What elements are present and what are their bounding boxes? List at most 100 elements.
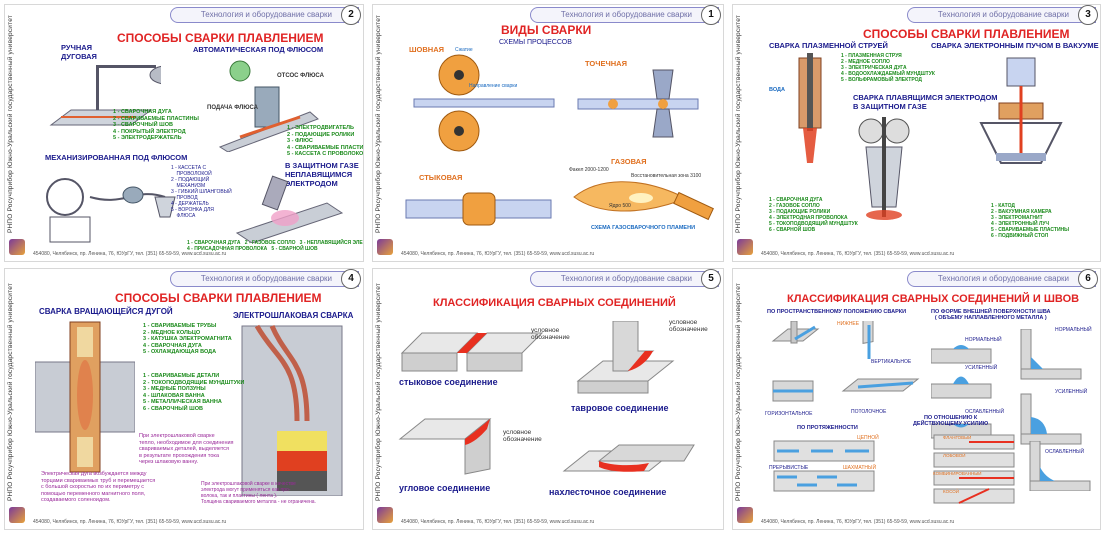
footer-address: 454080, Челябинск, пр. Ленина, 76, ЮУрГУ…: [33, 251, 227, 257]
electroslag-note: При электрошлаковой сварке тепло, необхо…: [139, 433, 234, 465]
interrupted-seam-label: ПРЕРЫВИСТЫЕ: [769, 465, 809, 471]
gas-flame-illustration: [573, 181, 714, 221]
poster-number: 4: [341, 269, 361, 289]
mig-legend: 1 - СВАРОЧНАЯ ДУГА 2 - ГАЗОВОЕ СОПЛО 3 -…: [769, 197, 858, 233]
poster-fusion-welding-3: Технология и оборудование сварки 3 РНПО …: [732, 4, 1101, 262]
corner-symbol-caption: условное обозначение: [503, 429, 542, 443]
ebeam-illustration: [979, 57, 1063, 164]
poster-welding-types-1: Технология и оборудование сварки 1 РНПО …: [372, 4, 724, 262]
vertical-position-label: ВЕРТИКАЛЬНОЕ: [871, 359, 912, 365]
ebeam-heading: СВАРКА ЭЛЕКТРОННЫМ ПУЧОМ В ВАКУУМЕ: [931, 41, 1099, 50]
mig-torch-illustration: [858, 117, 910, 220]
poster-number: 2: [341, 5, 361, 25]
side-caption: РНПО Росучприбор Южно-Уральский государс…: [375, 282, 382, 501]
side-caption: РНПО Росучприбор Южно-Уральский государс…: [7, 282, 14, 501]
poster-number: 5: [701, 269, 721, 289]
electroslag-illustration: [241, 324, 343, 496]
poster-title: ВИДЫ СВАРКИ: [501, 23, 592, 37]
corner-joint-label: угловое соединение: [399, 483, 491, 493]
poster-fusion-welding-2: Технология и оборудование сварки 2 РНПО …: [4, 4, 364, 262]
flux-removal-label: ОТСОС ФЛЮСА: [277, 73, 324, 79]
weld-direction-label: Направление сварки: [469, 83, 518, 89]
water-label: ВОДА: [769, 87, 785, 93]
compress-label-top: Сжатие: [455, 47, 473, 53]
horizontal-position-label: ГОРИЗОНТАЛЬНОЕ: [765, 411, 813, 417]
mech-flux-heading: МЕХАНИЗИРОВАННАЯ ПОД ФЛЮСОМ: [45, 153, 188, 162]
plasma-heading: СВАРКА ПЛАЗМЕННОЙ СТРУЕЙ: [769, 41, 888, 50]
mech-legend: 1 - КАССЕТА С ПРОВОЛОКОЙ 2 - ПОДАЮЩИЙ МЕ…: [171, 165, 232, 219]
reduction-zone-label: Восстановительная зона 3100: [631, 173, 702, 179]
torch-zone-label: Факел 2000-1200: [569, 167, 609, 173]
mech-flux-illustration: [46, 178, 176, 243]
poster-title: КЛАССИФИКАЦИЯ СВАРНЫХ СОЕДИНЕНИЙ И ШВОВ: [787, 293, 1080, 305]
reinforced-fillet-label: УСИЛЕННЫЙ: [1055, 389, 1088, 395]
side-caption: РНПО Росучприбор Южно-Уральский государс…: [375, 14, 382, 233]
university-logo: [9, 507, 25, 523]
corner-joint-illustration: [398, 417, 492, 475]
butt-joint-label: стыковое соединение: [399, 377, 498, 387]
electroslag-note-2: При электрошлаковой сварке в качестве эл…: [201, 481, 316, 505]
normal-fillet-label: НОРМАЛЬНЫЙ: [1055, 327, 1092, 333]
electroslag-heading: ЭЛЕКТРОШЛАКОВАЯ СВАРКА: [233, 311, 354, 320]
flank-seam-label: ФЛАНГОВЫЙ: [943, 435, 972, 440]
weakened-fillet-label: ОСЛАБЛЕННЫЙ: [1045, 449, 1085, 455]
combined-seam-label: КОМБИНИРОВАННЫЙ: [933, 471, 982, 476]
butt-label: СТЫКОВАЯ: [419, 173, 463, 182]
university-logo: [9, 239, 25, 255]
lower-position-label: НИЖНЕЕ: [837, 321, 860, 327]
weakened-seam-label: ОСЛАБЛЕННЫЙ: [965, 409, 1005, 415]
auto-flux-illustration: [218, 60, 319, 152]
footer-address: 454080, Челябинск, пр. Ленина, 76, ЮУрГУ…: [761, 519, 955, 525]
process-schemes-subtitle: СХЕМЫ ПРОЦЕССОВ: [499, 39, 572, 46]
electroslag-legend: 1 - СВАРИВАЕМЫЕ ДЕТАЛИ 2 - ТОКОПОДВОДЯЩИ…: [143, 373, 245, 412]
flux-feed-label: ПОДАЧА ФЛЮСА: [207, 105, 258, 111]
butt-joint-illustration: [400, 332, 544, 372]
continuous-seam-label: ЦЕПНОЙ: [857, 435, 879, 441]
force-illustrations: [933, 434, 1015, 504]
side-caption: РНПО Росучприбор Южно-Уральский государс…: [7, 14, 14, 233]
poster-title: КЛАССИФИКАЦИЯ СВАРНЫХ СОЕДИНЕНИЙ: [433, 297, 676, 309]
frontal-seam-label: ЛОБОВОЙ: [943, 453, 966, 458]
gas-tungsten-illustration: [235, 175, 344, 243]
poster-fusion-welding-4: Технология и оборудование сварки 4 РНПО …: [4, 268, 364, 530]
by-length-heading: ПО ПРОТЯЖЕННОСТИ: [797, 425, 858, 431]
poster-title: СПОСОБЫ СВАРКИ ПЛАВЛЕНИЕМ: [115, 291, 322, 305]
reinforced-seam-label: УСИЛЕННЫЙ: [965, 365, 998, 371]
rotating-arc-heading: СВАРКА ВРАЩАЮЩЕЙСЯ ДУГОЙ: [39, 307, 173, 316]
footer-address: 454080, Челябинск, пр. Ленина, 76, ЮУрГУ…: [33, 519, 227, 525]
university-logo: [737, 507, 753, 523]
by-position-heading: ПО ПРОСТРАНСТВЕННОМУ ПОЛОЖЕНИЮ СВАРКИ: [767, 309, 907, 315]
rotating-legend: 1 - СВАРИВАЕМЫЕ ТРУБЫ 2 - МЕДНОЕ КОЛЬЦО …: [143, 323, 232, 355]
plasma-legend: 1 - ПЛАЗМЕННАЯ СТРУЯ 2 - МЕДНОЕ СОПЛО 3 …: [841, 53, 935, 83]
university-logo: [377, 507, 393, 523]
lap-joint-label: нахлесточное соединение: [549, 487, 667, 497]
gas-label: ГАЗОВАЯ: [611, 157, 647, 166]
poster-title: СПОСОБЫ СВАРКИ ПЛАВЛЕНИЕМ: [863, 27, 1070, 41]
side-caption: РНПО Росучприбор Южно-Уральский государс…: [735, 282, 742, 501]
poster-joint-seam-classification-6: Технология и оборудование сварки 6 РНПО …: [732, 268, 1101, 530]
normal-seam-label: НОРМАЛЬНЫЙ: [965, 337, 1002, 343]
flame-scheme-caption: СХЕМА ГАЗОСВАРОЧНОГО ПЛАМЕНИ: [591, 225, 696, 231]
oblique-seam-label: КОСОЙ: [943, 489, 959, 494]
footer-address: 454080, Челябинск, пр. Ленина, 76, ЮУрГУ…: [401, 251, 595, 257]
university-logo: [737, 239, 753, 255]
flame-core-label: Ядро 500: [609, 203, 631, 209]
butt-welding-illustration: [405, 192, 552, 226]
poster-header: Технология и оборудование сварки: [529, 271, 719, 287]
position-illustrations: [771, 321, 920, 402]
lap-joint-illustration: [562, 444, 695, 472]
seam-label: ШОВНАЯ: [409, 45, 445, 54]
footer-address: 454080, Челябинск, пр. Ленина, 76, ЮУрГУ…: [401, 519, 595, 525]
staggered-seam-label: ШАХМАТНЫЙ: [843, 465, 877, 471]
length-illustrations: [773, 440, 875, 492]
manual-arc-heading: РУЧНАЯ ДУГОВАЯ: [61, 43, 97, 61]
gas-tungsten-heading: В ЗАЩИТНОМ ГАЗЕ НЕПЛАВЯЩИМСЯ ЭЛЕКТРОДОМ: [285, 161, 359, 188]
poster-header: Технология и оборудование сварки: [169, 7, 359, 23]
mig-heading: СВАРКА ПЛАВЯЩИМСЯ ЭЛЕКТРОДОМ В ЗАЩИТНОМ …: [853, 93, 998, 111]
spot-label: ТОЧЕЧНАЯ: [585, 59, 627, 68]
poster-number: 6: [1078, 269, 1098, 289]
poster-joint-classification-5: Технология и оборудование сварки 5 РНПО …: [372, 268, 724, 530]
manual-legend: 1 - СВАРОЧНАЯ ДУГА 2 - СВАРИВАЕМЫЕ ПЛАСТ…: [113, 109, 199, 141]
seam-welding-illustration: [413, 54, 555, 152]
poster-header: Технология и оборудование сварки: [169, 271, 359, 287]
